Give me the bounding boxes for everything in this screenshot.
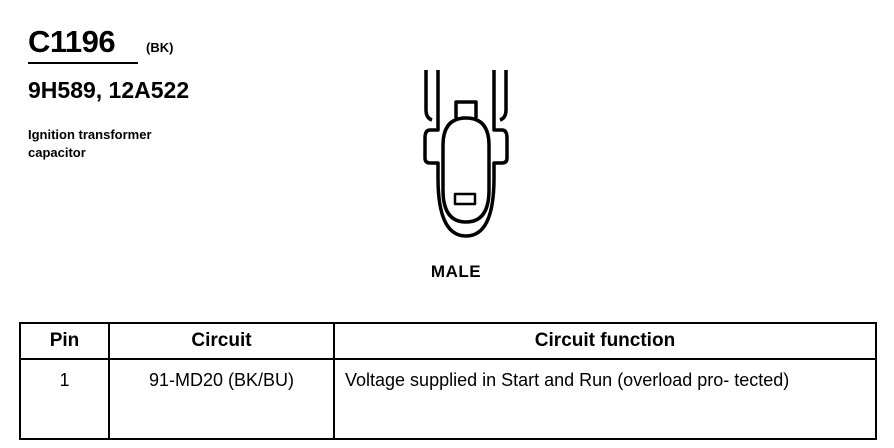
connector-id-underline [28, 62, 138, 64]
connector-description: Ignition transformer capacitor [28, 127, 152, 160]
table-header-row: Pin Circuit Circuit function [19, 322, 877, 360]
table-row: 1 91-MD20 (BK/BU) Voltage supplied in St… [19, 358, 877, 440]
cell-circuit: 91-MD20 (BK/BU) [108, 358, 335, 440]
pin-terminal [453, 192, 477, 206]
connector-inner-shroud [424, 70, 508, 122]
cell-circuit-function: Voltage supplied in Start and Run (overl… [333, 358, 877, 440]
part-numbers: 9H589, 12A522 [28, 77, 190, 103]
connector-view-label: MALE [430, 262, 482, 281]
cell-pin: 1 [19, 358, 110, 440]
header-circuit-function: Circuit function [333, 322, 877, 360]
connector-color-code: (BK) [146, 40, 174, 55]
connector-id: C1196 [28, 24, 116, 59]
header-circuit: Circuit [108, 322, 335, 360]
latch-tab [454, 100, 478, 118]
pin-table: Pin Circuit Circuit function 1 91-MD20 (… [19, 322, 877, 440]
connector-housing-outline [423, 70, 509, 238]
pin-cavity [441, 116, 491, 224]
connector-face-diagram [423, 70, 509, 238]
header-pin: Pin [19, 322, 110, 360]
